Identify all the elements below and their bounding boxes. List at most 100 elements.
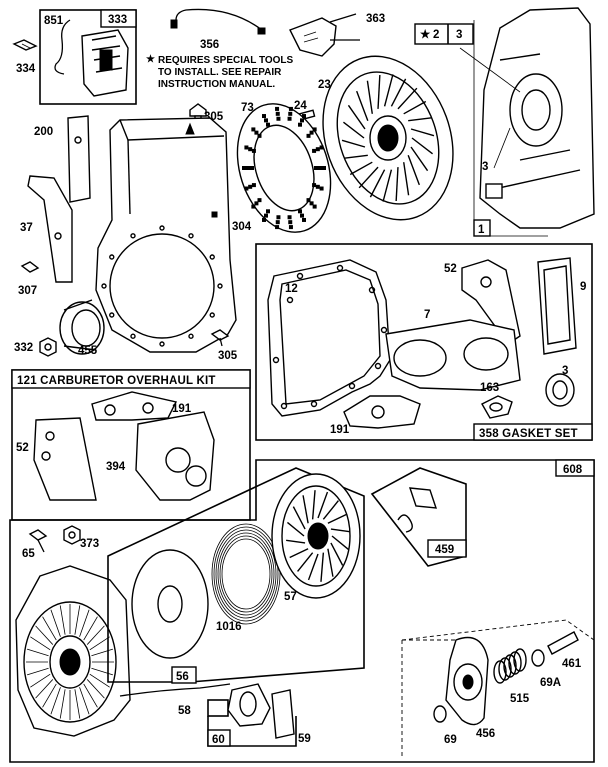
label-851: 851: [44, 15, 64, 27]
screen-hole: [264, 118, 268, 123]
spring-coil: [219, 535, 273, 613]
screen-hole: [287, 215, 292, 220]
flywheel-fin: [397, 87, 418, 110]
starter-fin: [35, 679, 54, 699]
spring-coil: [493, 660, 507, 684]
screen-hole: [276, 215, 281, 220]
housing-hole: [109, 254, 115, 260]
label-363: 363: [366, 13, 385, 25]
label-334: 334: [16, 63, 36, 75]
pin-461: [547, 631, 579, 655]
label-7: 7: [424, 309, 430, 321]
screen-hole: [251, 183, 256, 188]
starter-fin: [35, 625, 54, 645]
spring-coil: [217, 532, 275, 616]
armature-label-box: [100, 9, 137, 28]
label-200: 200: [34, 126, 53, 138]
starter-fin: [89, 673, 110, 688]
screen-hole: [287, 116, 292, 121]
note-line-3: INSTRUCTION MANUAL.: [158, 79, 275, 90]
label-9: 9: [580, 281, 586, 293]
screen-hole: [257, 198, 262, 203]
armature-core: [99, 49, 113, 71]
screen-hole: [312, 204, 317, 209]
screw-334: 334: [12, 39, 38, 75]
tool-356: 356: [170, 8, 266, 51]
screen-hole: [244, 145, 249, 150]
flywheel-fin: [403, 162, 410, 196]
gasket-set-box: 358 GASKET SET 12 52 9 7 3 163 191: [255, 243, 593, 441]
screen-hole: [244, 186, 249, 191]
label-373: 373: [80, 538, 99, 550]
screen-hole: [306, 133, 311, 138]
rope-58: [119, 683, 231, 697]
label-2: 2: [433, 29, 439, 41]
gasket-12: [267, 259, 391, 417]
housing-hole: [159, 341, 165, 347]
housing-hole: [188, 333, 194, 339]
screen-hole: [315, 147, 320, 152]
starter-fin: [50, 687, 61, 715]
label-332: 332: [14, 342, 33, 354]
nut-332: 332: [14, 337, 57, 357]
screen-hole: [251, 127, 256, 132]
star-2-star: ★: [420, 28, 431, 41]
screen-hole: [275, 225, 280, 230]
starter-fin: [30, 673, 51, 688]
housing-hole: [101, 283, 107, 289]
armature-laminations: [91, 35, 123, 73]
flywheel-fin: [369, 169, 386, 198]
label-608: 608: [563, 464, 583, 476]
screen-hole: [322, 166, 326, 170]
pulley-spoke: [286, 521, 305, 537]
pulley-spoke: [322, 500, 339, 520]
label-60: 60: [212, 734, 225, 746]
label-305-bottom: 305: [218, 350, 238, 362]
pulley-spoke: [302, 495, 309, 524]
screen-hole: [275, 220, 280, 225]
blower-housing-body: [95, 117, 237, 353]
screen-hole: [246, 166, 250, 170]
gasket-hole: [368, 286, 376, 294]
screen-hole: [257, 133, 262, 138]
spring-515: [493, 648, 527, 684]
spring-coil: [215, 529, 277, 619]
starter-fin: [42, 616, 57, 641]
starter-fin: [74, 689, 81, 719]
starter-fin: [26, 667, 49, 676]
note-line-1: REQUIRES SPECIAL TOOLS: [158, 55, 294, 66]
gasket-191-kit: [91, 391, 178, 421]
pulley-spoke: [292, 506, 306, 530]
special-tools-note: ★ REQUIRES SPECIAL TOOLS TO INSTALL. SEE…: [146, 54, 294, 90]
pulley-spoke: [317, 491, 329, 519]
label-191-set: 191: [330, 424, 350, 436]
starter-fin: [86, 625, 105, 645]
starter-fin: [83, 683, 98, 708]
screen-perforations: [242, 106, 326, 230]
gasket-7: [385, 319, 521, 391]
label-3-side: 3: [482, 161, 488, 173]
gasket-191-set: [343, 395, 421, 429]
ground-wire: [54, 19, 71, 75]
flywheel-fin: [403, 100, 427, 115]
flywheel-fin: [356, 90, 369, 121]
label-356: 356: [200, 39, 219, 51]
handle-60: [227, 683, 271, 727]
housing-hole: [188, 233, 194, 239]
cover-1016: [131, 549, 209, 659]
housing-hole: [217, 283, 223, 289]
label-163: 163: [480, 382, 499, 394]
screen-hole: [318, 166, 322, 170]
starter-fin: [26, 648, 49, 657]
starter-fin: [83, 616, 98, 641]
flywheel-fin: [349, 161, 373, 176]
label-307: 307: [18, 285, 37, 297]
gasket-hole: [280, 402, 288, 410]
carburetor-kit-box: 121 CARBURETOR OVERHAUL KIT 52 191 394: [11, 369, 251, 521]
label-461: 461: [562, 658, 582, 670]
pulley-spoke: [320, 552, 325, 582]
bracket-363-body: [289, 17, 337, 57]
screen-hole: [315, 184, 320, 189]
spring-coil: [503, 654, 517, 678]
flywheel-fin: [343, 121, 365, 139]
